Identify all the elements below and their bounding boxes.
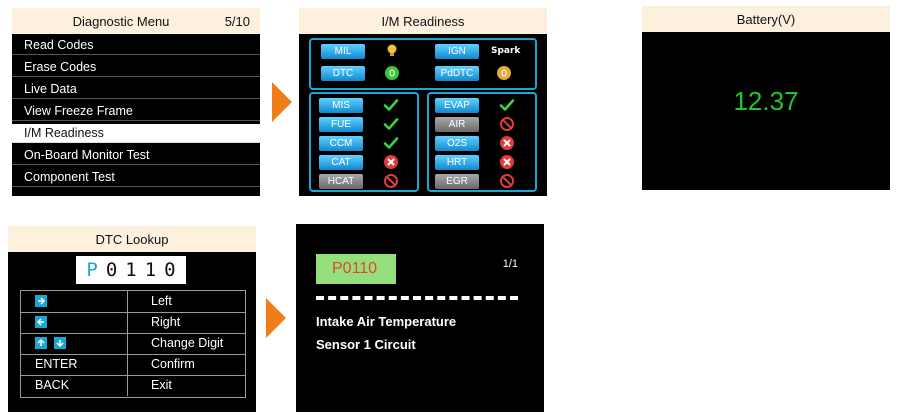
enter-key-label: ENTER (35, 357, 78, 371)
dtc-lookup-screen: DTC Lookup P 0 1 1 0 Left Right (8, 226, 256, 412)
lamp-icon (387, 44, 397, 56)
monitor-label-egr: EGR (435, 174, 479, 189)
key-action-right: Right (151, 315, 181, 329)
not-supported-icon (499, 116, 515, 132)
check-icon (383, 135, 399, 151)
menu-item-on-board-monitor-test[interactable]: On-Board Monitor Test (12, 146, 260, 165)
key-action-exit: Exit (151, 378, 172, 392)
menu-item-live-data[interactable]: Live Data (12, 80, 260, 99)
dtc-code-entry[interactable]: P 0 1 1 0 (76, 256, 186, 284)
dtc-label: DTC (321, 66, 365, 81)
mil-label: MIL (321, 44, 365, 59)
diagnostic-menu-screen: Diagnostic Menu 5/10 Read Codes Erase Co… (12, 8, 260, 196)
pddtc-count-value: 0 (501, 69, 507, 80)
fail-icon (499, 154, 515, 170)
right-arrow-key-icon (35, 294, 47, 307)
key-function-table: Left Right Change Digit (20, 290, 246, 398)
battery-voltage-value: 12.37 (733, 86, 799, 116)
battery-header: Battery(V) (642, 6, 890, 32)
monitor-label-evap: EVAP (435, 98, 479, 113)
ignition-type-value: Spark (491, 46, 521, 56)
menu-item-read-codes[interactable]: Read Codes (12, 36, 260, 55)
ign-label: IGN (435, 44, 479, 59)
dtc-description-line-1: Intake Air Temperature (316, 314, 457, 329)
key-action-left: Left (151, 294, 172, 308)
pddtc-count-icon: 0 (497, 66, 511, 80)
diagnostic-menu-header: Diagnostic Menu 5/10 (12, 8, 260, 34)
monitor-label-fue: FUE (319, 117, 363, 132)
key-row-change-digit: Change Digit (21, 333, 245, 355)
dtc-lookup-header: DTC Lookup (8, 226, 256, 252)
key-action-confirm: Confirm (151, 357, 195, 371)
monitors-right-box (427, 92, 537, 192)
flow-arrow-icon (266, 298, 286, 338)
monitor-label-hcat: HCAT (319, 174, 363, 189)
fail-icon (383, 154, 399, 170)
dtc-code-char-3[interactable]: 1 (125, 259, 137, 281)
dtc-count-value: 0 (389, 69, 395, 80)
dtc-result-page-indicator: 1/1 (502, 258, 518, 270)
dashed-divider (316, 296, 518, 300)
monitors-left-box (309, 92, 419, 192)
up-arrow-key-icon (35, 336, 47, 349)
not-supported-icon (499, 173, 515, 189)
status-summary-box (309, 38, 537, 90)
fail-icon (499, 135, 515, 151)
battery-screen: Battery(V) 12.37 (642, 6, 890, 190)
check-icon (383, 116, 399, 132)
dtc-code-char-1[interactable]: P (86, 259, 98, 281)
dtc-lookup-title: DTC Lookup (95, 231, 169, 247)
monitor-label-mis: MIS (319, 98, 363, 113)
monitor-label-air: AIR (435, 117, 479, 132)
monitor-label-o2s: O2S (435, 136, 479, 151)
dtc-count-icon: 0 (385, 66, 399, 80)
menu-item-component-test[interactable]: Component Test (12, 168, 260, 187)
not-supported-icon (383, 173, 399, 189)
battery-title: Battery(V) (736, 11, 796, 27)
menu-item-im-readiness[interactable]: I/M Readiness (12, 124, 260, 143)
im-readiness-screen: I/M Readiness MIL DTC 0 IGN Spark PdDTC … (299, 8, 547, 196)
dtc-code-char-2[interactable]: 0 (105, 259, 118, 281)
pddtc-label: PdDTC (435, 66, 479, 81)
dtc-code-badge: P0110 (316, 254, 396, 284)
check-icon (499, 97, 515, 113)
monitor-label-cat: CAT (319, 155, 363, 170)
key-row-right: Right (21, 312, 245, 334)
monitor-label-hrt: HRT (435, 155, 479, 170)
im-readiness-header: I/M Readiness (299, 8, 547, 34)
left-arrow-key-icon (35, 315, 47, 328)
menu-item-erase-codes[interactable]: Erase Codes (12, 58, 260, 77)
monitor-label-ccm: CCM (319, 136, 363, 151)
key-row-left: Left (21, 291, 245, 313)
diagnostic-menu-page-indicator: 5/10 (224, 13, 250, 29)
back-key-label: BACK (35, 378, 70, 392)
down-arrow-key-icon (54, 336, 67, 349)
dtc-code-char-5[interactable]: 0 (164, 259, 176, 281)
check-icon (383, 97, 399, 113)
dtc-description-line-2: Sensor 1 Circuit (316, 337, 416, 352)
dtc-result-screen: P0110 1/1 Intake Air Temperature Sensor … (296, 224, 544, 412)
key-action-change-digit: Change Digit (151, 336, 224, 350)
key-row-confirm: ENTER Confirm (21, 354, 245, 376)
menu-item-view-freeze-frame[interactable]: View Freeze Frame (12, 102, 260, 121)
flow-arrow-icon (272, 82, 292, 122)
dtc-code-char-4[interactable]: 1 (144, 259, 157, 281)
im-readiness-title: I/M Readiness (381, 13, 465, 29)
key-row-exit: BACK Exit (21, 375, 245, 396)
diagnostic-menu-title: Diagnostic Menu (72, 13, 170, 29)
